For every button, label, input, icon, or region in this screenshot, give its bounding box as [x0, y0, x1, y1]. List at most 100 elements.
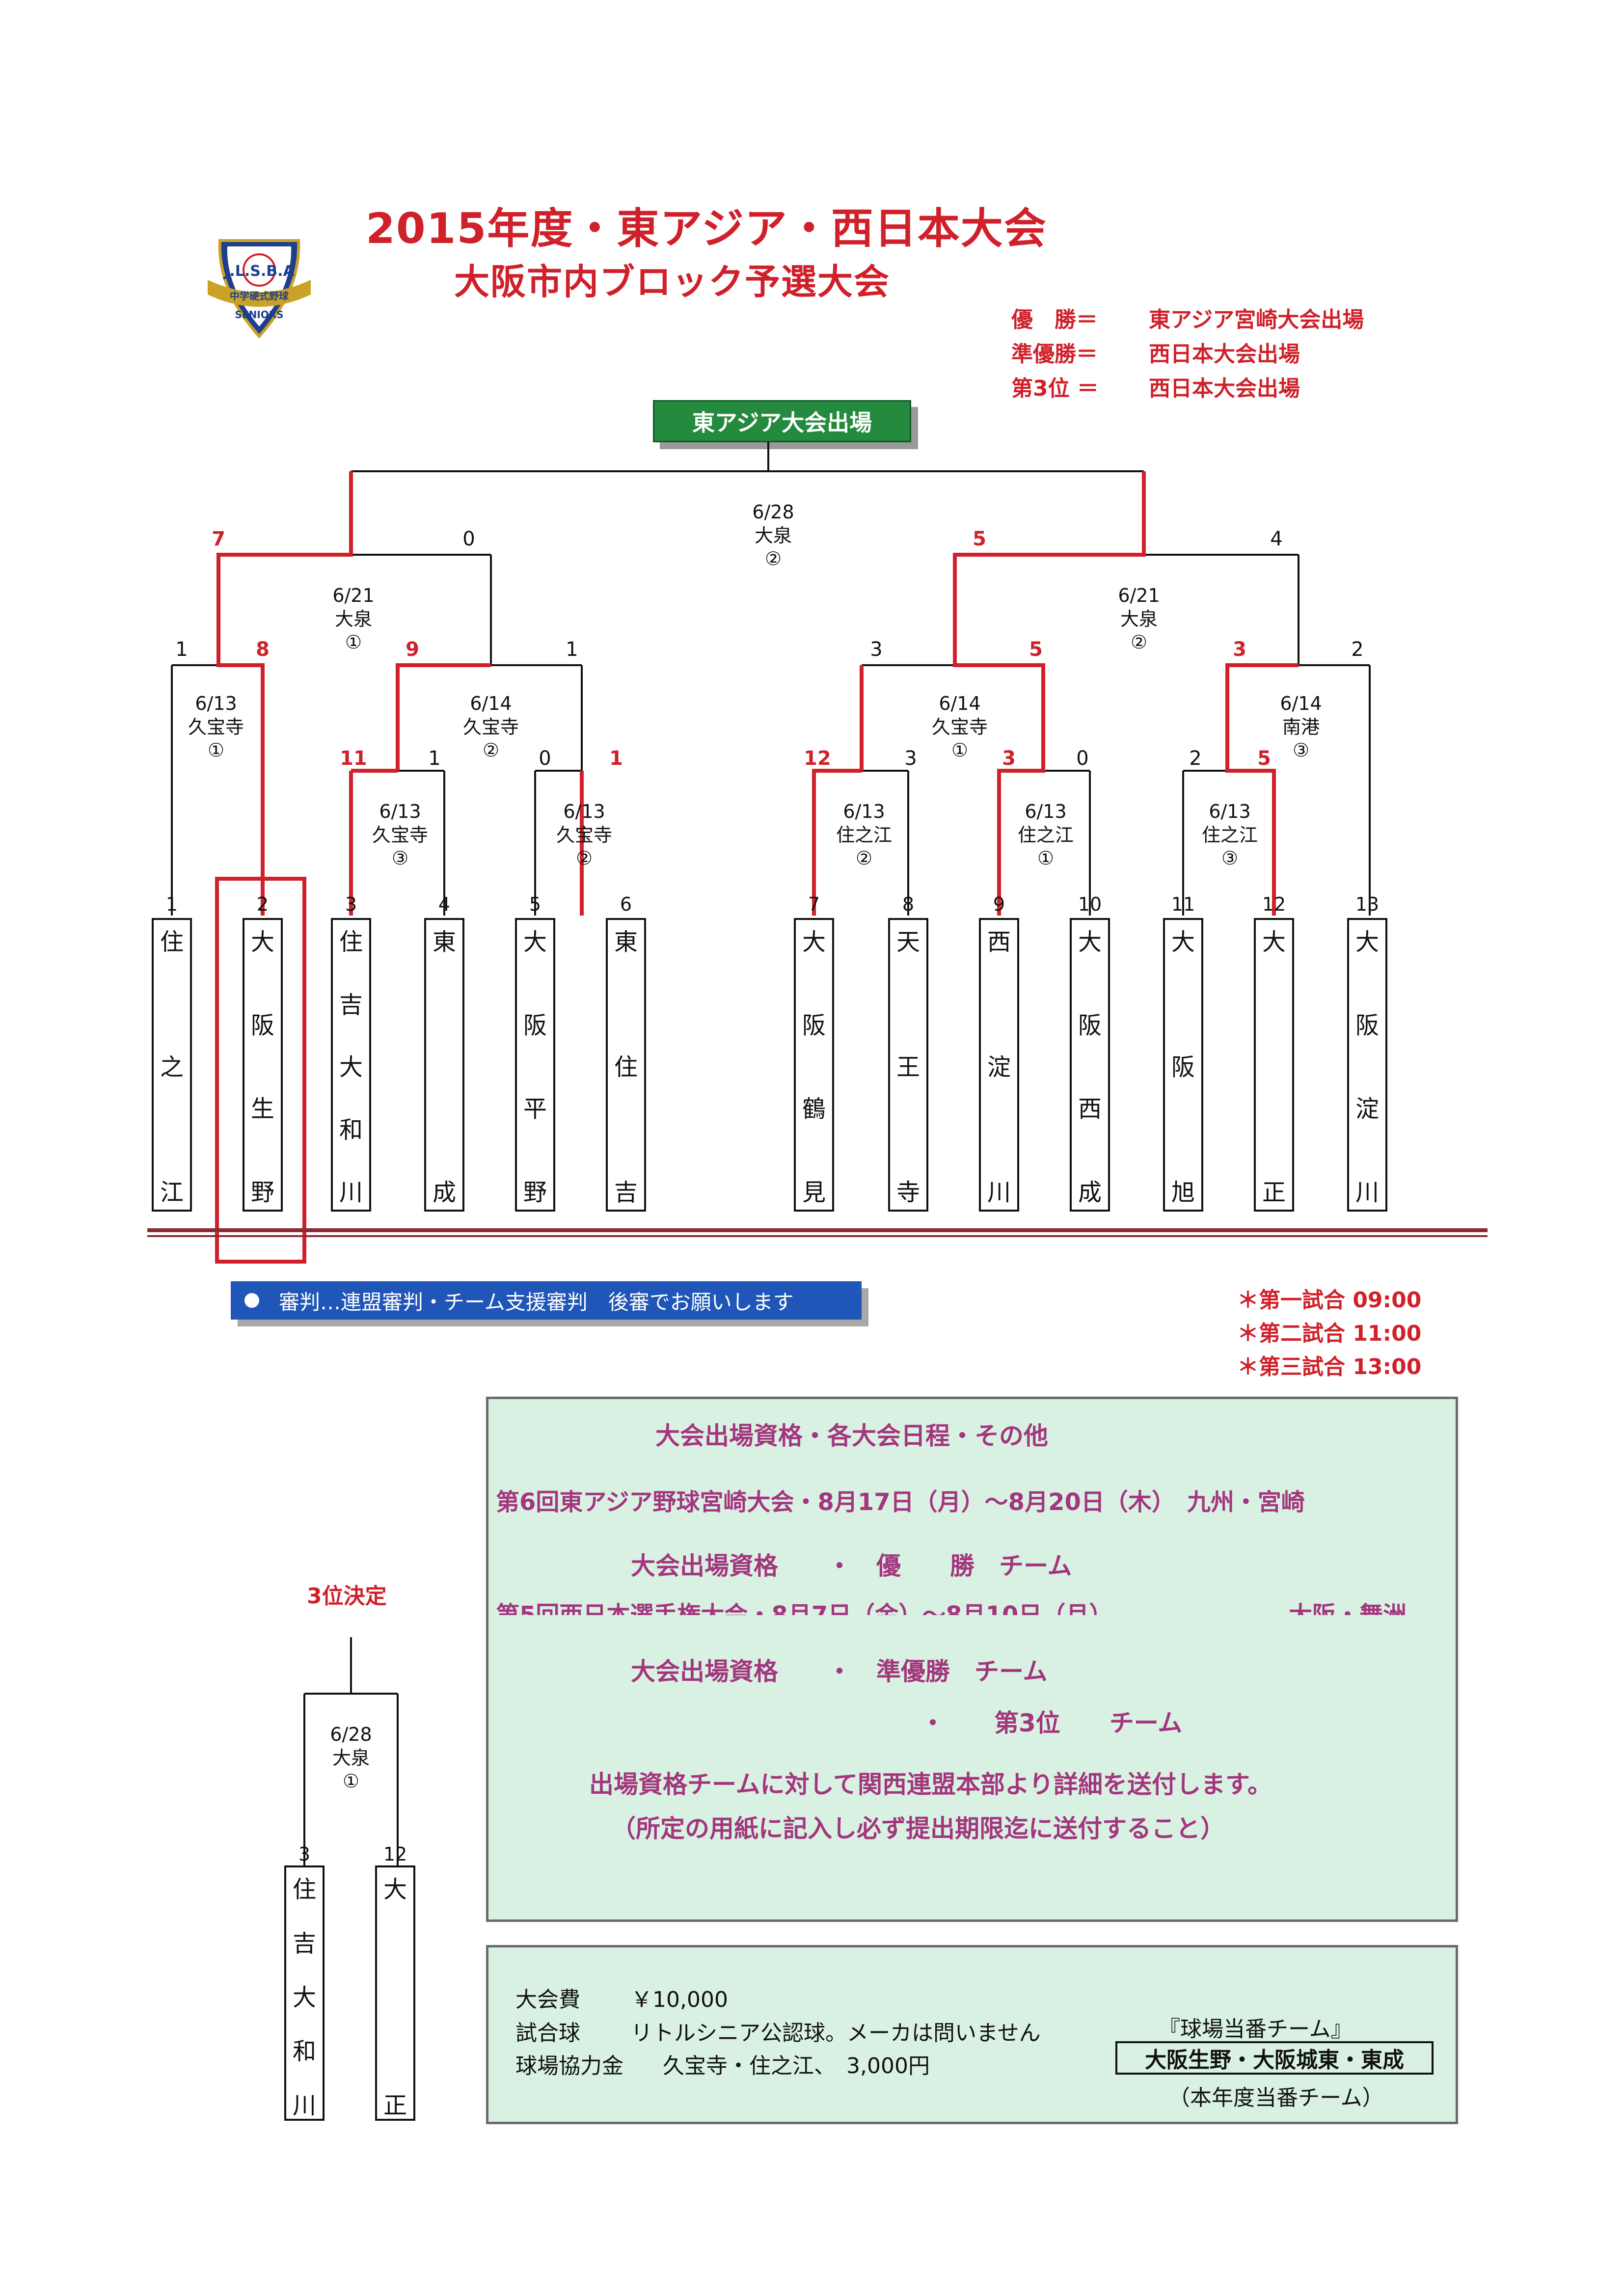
info-box: 大会出場資格・各大会日程・その他 第6回東アジア野球宮崎大会・8月17日（月）～…: [486, 1397, 1458, 1922]
info-line2: 大会出場資格 ・ 優 勝 チーム: [631, 1552, 1072, 1580]
score-qf3-b: 5: [1029, 638, 1043, 661]
fee-value: ￥10,000: [631, 1987, 728, 2012]
info-line7: （所定の用紙に記入し必ず提出期限迄に送付すること）: [611, 1814, 1225, 1843]
team-char: 川: [292, 2092, 316, 2119]
score-qf2-a: 9: [406, 638, 419, 661]
score-g5v6-b: 1: [609, 747, 623, 770]
team-char: 東: [432, 928, 456, 956]
score-qf1-a: 1: [175, 638, 188, 661]
score-g11v12-b: 5: [1257, 747, 1271, 770]
team-char: 川: [339, 1179, 363, 1206]
team-char: 大: [339, 1053, 363, 1081]
team-box: 東住吉: [606, 918, 646, 1212]
logo-text: J.L.S.B.A: [223, 263, 295, 280]
team-number: 13: [1355, 893, 1380, 915]
score-sf-right-loser: 4: [1270, 528, 1283, 550]
prize-rank-1: 優 勝＝: [1011, 307, 1098, 332]
ball-value: リトルシニア公認球。メーカは問いません: [631, 2021, 1041, 2046]
info-line3: 第5回西日本選手権大会・8月7日（金）～8月10日（月）: [496, 1601, 1113, 1615]
info-heading: 大会出場資格・各大会日程・その他: [655, 1422, 1048, 1450]
team-char: 之: [160, 1053, 184, 1081]
prize-rank-3: 第3位 ＝: [1011, 376, 1099, 401]
third-place-title: 3位決定: [307, 1584, 387, 1609]
team-char: 大: [1171, 928, 1195, 956]
team-char: 正: [1262, 1179, 1286, 1206]
team-char: 阪: [1355, 1012, 1379, 1039]
team-char: 阪: [1078, 1012, 1102, 1039]
info-line5: ・ 第3位 チーム: [920, 1709, 1183, 1737]
team-char: 正: [383, 2092, 407, 2119]
score-sf-right-winner: 5: [973, 528, 986, 550]
team-number: 10: [1078, 893, 1102, 915]
team-char: 和: [339, 1116, 363, 1144]
team-char: 西: [987, 928, 1011, 956]
team-char: 大: [1355, 928, 1379, 956]
team-char: 阪: [523, 1012, 547, 1039]
team-number: 1: [165, 893, 178, 915]
team-box: 西淀川: [979, 918, 1019, 1212]
logo-ribbon: 中学硬式野球: [230, 290, 289, 302]
team-box: 住吉大和川: [284, 1865, 325, 2121]
team-char: 大: [523, 928, 547, 956]
time-third: ＊第三試合 13:00: [1237, 1354, 1422, 1379]
judge-note: 審判…連盟審判・チーム支援審判 後審でお願いします: [231, 1281, 862, 1320]
score-sf-left-loser: 0: [462, 528, 475, 550]
team-char: 住: [339, 928, 363, 956]
score-qf1-b: 8: [256, 638, 270, 661]
score-sf-left-winner: 7: [212, 528, 225, 550]
team-number: 11: [1171, 893, 1195, 915]
team-char: 平: [523, 1095, 547, 1123]
league-logo: J.L.S.B.A 中学硬式野球 SENIORS: [208, 239, 311, 339]
score-g3v4-a: 11: [340, 747, 367, 770]
team-char: 鶴: [802, 1095, 826, 1123]
team-char: 川: [987, 1179, 1011, 1206]
duty-note: （本年度当番チーム）: [1168, 2085, 1384, 2110]
duty-title: 『球場当番チーム』: [1159, 2017, 1353, 2042]
team-number: 4: [438, 893, 451, 915]
prize-result-1: 東アジア宮崎大会出場: [1149, 307, 1364, 332]
team-number: 6: [620, 893, 632, 915]
team-char: 野: [250, 1179, 274, 1206]
team-char: 寺: [896, 1179, 920, 1206]
venue-fee-label: 球場協力金: [515, 2053, 623, 2079]
score-g7v8-a: 12: [804, 747, 831, 770]
team-char: 生: [250, 1095, 274, 1123]
east-asia-badge: 東アジア大会出場: [653, 400, 911, 442]
team-char: 和: [292, 2038, 316, 2065]
team-box: 東成: [424, 918, 464, 1212]
team-char: 吉: [339, 991, 363, 1019]
team-number: 3: [298, 1843, 311, 1865]
info-line4: 大会出場資格 ・ 準優勝 チーム: [631, 1657, 1048, 1686]
team-char: 住: [292, 1876, 316, 1903]
team-box: 大阪平野: [515, 918, 555, 1212]
team-char: 大: [250, 928, 274, 956]
team-number: 12: [1262, 893, 1286, 915]
team-char: 阪: [802, 1012, 826, 1039]
team-number: 3: [345, 893, 357, 915]
time-second: ＊第二試合 11:00: [1237, 1321, 1422, 1346]
team-char: 成: [432, 1179, 456, 1206]
team-box: 大正: [1254, 918, 1294, 1212]
score-g9v10-a: 3: [1002, 747, 1016, 770]
team-char: 江: [160, 1179, 184, 1206]
team-char: 淀: [1355, 1095, 1379, 1123]
team-char: 大: [802, 928, 826, 956]
team-box: 住吉大和川: [331, 918, 371, 1212]
fees-box: 大会費 ￥10,000 試合球 リトルシニア公認球。メーカは問いません 球場協力…: [486, 1945, 1458, 2124]
team-char: 大: [292, 1984, 316, 2011]
team-number: 8: [902, 893, 915, 915]
team-char: 野: [523, 1179, 547, 1206]
venue-fee-value: 久宝寺・住之江、 3,000円: [663, 2053, 930, 2079]
team-number: 2: [256, 893, 269, 915]
team-char: 住: [160, 928, 184, 956]
logo-lower: SENIORS: [235, 309, 283, 321]
